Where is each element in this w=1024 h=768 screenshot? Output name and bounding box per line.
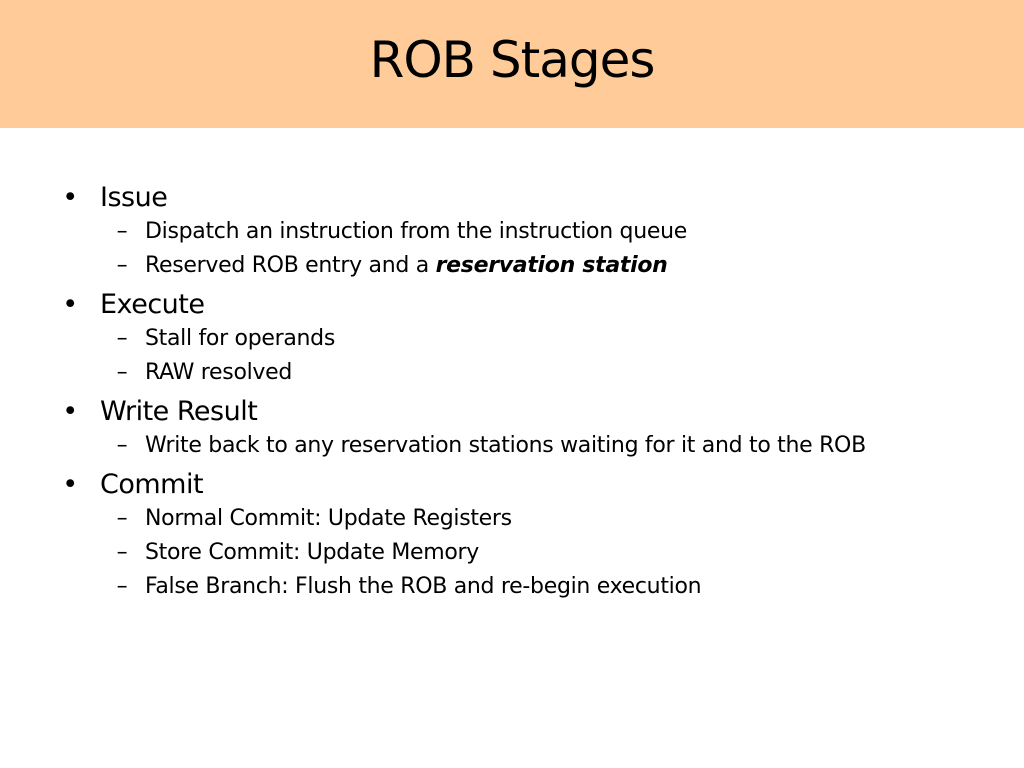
sub-item-text: Write back to any reservation stations w…: [145, 433, 866, 458]
bullet-write-result: • Write Result: [60, 395, 990, 429]
bullet-text: Execute: [100, 289, 205, 320]
sub-marker: –: [116, 326, 128, 351]
bullet-text: Write Result: [100, 396, 258, 427]
sub-item: – Stall for operands: [60, 322, 990, 356]
sub-item: – Store Commit: Update Memory: [60, 536, 990, 570]
sub-marker: –: [116, 219, 128, 244]
sub-item: – Dispatch an instruction from the instr…: [60, 215, 990, 249]
sub-item: – False Branch: Flush the ROB and re-beg…: [60, 570, 990, 604]
sub-marker: –: [116, 253, 128, 278]
sub-marker: –: [116, 574, 128, 599]
bullet-text: Issue: [100, 182, 168, 213]
bullet-marker: •: [62, 396, 78, 427]
sub-marker: –: [116, 506, 128, 531]
sub-item-text: Reserved ROB entry and a: [145, 253, 436, 278]
bullet-issue: • Issue: [60, 181, 990, 215]
sub-item: – Normal Commit: Update Registers: [60, 502, 990, 536]
sub-item-text: RAW resolved: [145, 360, 293, 385]
title-bar: ROB Stages: [0, 0, 1024, 128]
slide-content: • Issue – Dispatch an instruction from t…: [60, 181, 990, 604]
sub-item: – Reserved ROB entry and a reservation s…: [60, 249, 990, 283]
bullet-marker: •: [62, 289, 78, 320]
sub-item-text: Store Commit: Update Memory: [145, 540, 480, 565]
sub-item-text: Normal Commit: Update Registers: [145, 506, 512, 531]
sub-item-text: Dispatch an instruction from the instruc…: [145, 219, 687, 244]
bullet-text: Commit: [100, 469, 204, 500]
bullet-marker: •: [62, 469, 78, 500]
sub-item: – Write back to any reservation stations…: [60, 429, 990, 463]
bullet-execute: • Execute: [60, 288, 990, 322]
sub-item: – RAW resolved: [60, 356, 990, 390]
bullet-commit: • Commit: [60, 468, 990, 502]
sub-item-text: Stall for operands: [145, 326, 335, 351]
sub-marker: –: [116, 433, 128, 458]
bullet-marker: •: [62, 182, 78, 213]
sub-marker: –: [116, 360, 128, 385]
slide-title: ROB Stages: [369, 31, 656, 89]
emphasized-term: reservation station: [435, 253, 668, 278]
sub-marker: –: [116, 540, 128, 565]
sub-item-text: False Branch: Flush the ROB and re-begin…: [145, 574, 702, 599]
